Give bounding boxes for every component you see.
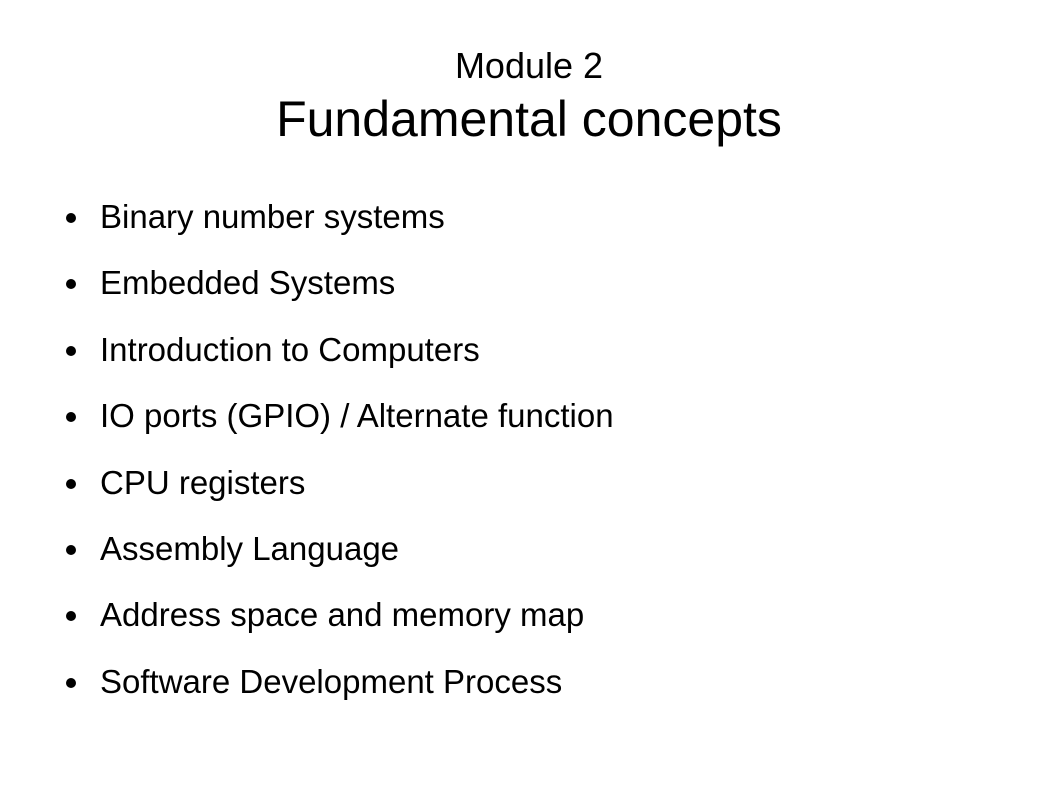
list-item-text: Assembly Language bbox=[100, 529, 400, 567]
bullet-dot-icon bbox=[66, 611, 76, 622]
list-item: Introduction to Computers bbox=[66, 317, 1026, 383]
bullet-dot-icon bbox=[66, 677, 76, 688]
list-item: CPU registers bbox=[66, 450, 1026, 516]
list-item: Address space and memory map bbox=[66, 582, 1026, 648]
list-item-text: IO ports (GPIO) / Alternate function bbox=[100, 397, 614, 435]
list-item: Assembly Language bbox=[66, 516, 1026, 582]
bullet-dot-icon bbox=[66, 544, 76, 555]
list-item-text: Embedded Systems bbox=[100, 264, 396, 302]
list-item-text: Software Development Process bbox=[100, 662, 563, 700]
bullet-dot-icon bbox=[66, 279, 76, 290]
bullet-dot-icon bbox=[66, 478, 76, 489]
title-module: Module 2 bbox=[454, 45, 604, 86]
bullet-list: Binary number systems Embedded Systems I… bbox=[66, 184, 1026, 715]
list-item: Embedded Systems bbox=[66, 250, 1026, 316]
list-item: Software Development Process bbox=[66, 649, 1026, 715]
list-item: Binary number systems bbox=[66, 184, 1026, 250]
list-item-text: Introduction to Computers bbox=[100, 330, 480, 368]
bullet-dot-icon bbox=[66, 213, 76, 223]
slide-title: Module 2 Fundamental concepts bbox=[0, 42, 1058, 148]
list-item: IO ports (GPIO) / Alternate function bbox=[66, 383, 1026, 449]
bullet-dot-icon bbox=[66, 345, 76, 356]
list-item-text: Binary number systems bbox=[100, 198, 445, 235]
list-item-text: Address space and memory map bbox=[100, 596, 585, 634]
list-item-text: CPU registers bbox=[100, 463, 306, 501]
title-heading: Fundamental concepts bbox=[276, 91, 782, 147]
bullet-dot-icon bbox=[66, 412, 76, 423]
